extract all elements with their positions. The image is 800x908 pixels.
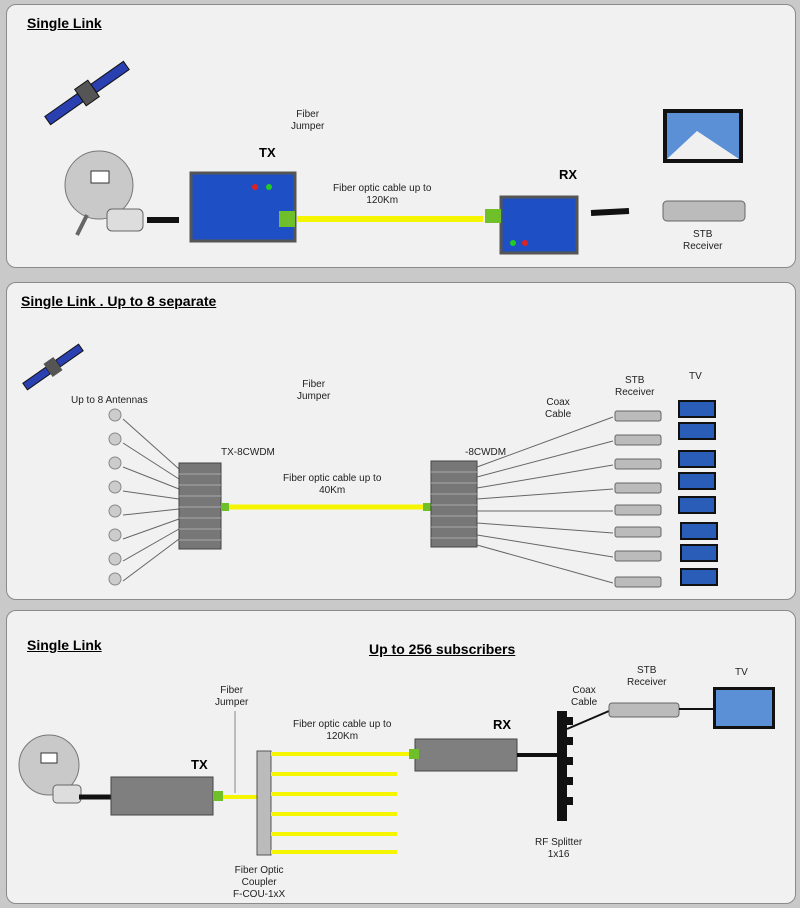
tx-cwdm-label: TX-8CWDM [221,447,275,458]
panel-1-title: Single Link [27,15,102,31]
coax-to-stb [566,710,610,730]
rx-label-3: RX [493,717,512,732]
coupler-label: Fiber Optic Coupler F-COU-1xX [233,865,286,900]
stb-column [614,410,662,588]
panel-256-subscribers: Single Link Up to 256 subscribers Fiber … [6,610,796,904]
panel-3-graphics [18,687,775,856]
antennas-column [108,408,122,586]
fiber-cable-label-3: Fiber optic cable up to 120Km [293,719,392,742]
stb-label: STB Receiver [683,229,723,252]
coax-cable-2 [590,208,630,216]
rx-connector [485,209,501,223]
fiber-jumper-label-3: Fiber Jumper [215,685,249,708]
tx-connector [279,211,295,227]
dish-antenna-icon [18,734,82,804]
fiber-coupler [256,750,272,856]
panel-single-link-8: Single Link . Up to 8 separate Up to 8 A… [6,282,796,600]
fiber-jumper-label-2: Fiber Jumper [297,379,331,402]
coax-label-3: Coax Cable [571,685,598,708]
fiber-cable-label: Fiber optic cable up to 120Km [333,183,432,206]
rx-device-3 [414,738,518,772]
fiber-jumper-label: Fiber Jumper [291,109,325,132]
panel-single-link: Single Link Fiber Jumper TX RX Fiber opt… [6,4,796,268]
dish-antenna-icon [64,150,144,236]
tv-label-2: TV [689,371,702,382]
stb-receiver-3 [608,702,680,718]
tv-column [678,400,718,586]
satellite-icon [22,343,84,391]
stb-label-2: STB Receiver [615,375,655,398]
tx-device-3 [110,776,214,816]
panel-3-subtitle: Up to 256 subscribers [369,641,516,657]
rx-mux-lines [431,471,477,539]
coax-fanout-lines [476,416,614,584]
panel-2-title: Single Link . Up to 8 separate [21,293,217,309]
stb-receiver [662,200,746,222]
splitter-ports [567,717,573,805]
tx-device [189,171,297,243]
tv-label-3: TV [735,667,748,678]
rx-label: RX [559,167,578,182]
antennas-label: Up to 8 Antennas [71,395,148,406]
antenna-lines [122,418,180,582]
panel-3-title: Single Link [27,637,102,653]
tx-label-3: TX [191,757,208,772]
tx-cwdm-mux [178,462,222,550]
stb-label-3: STB Receiver [627,665,667,688]
panel-2-graphics [22,343,718,588]
coax-label-2: Coax Cable [545,397,572,420]
rx-cwdm-demux [430,460,478,548]
rf-splitter [557,711,567,821]
fiber-cable-label-2: Fiber optic cable up to 40Km [283,473,382,496]
panel-1-graphics [44,60,746,255]
tx-label: TX [259,145,276,160]
tx-mux-lines [179,473,221,541]
splitter-label: RF Splitter 1x16 [535,837,583,860]
rx-cwdm-label: -8CWDM [465,447,507,458]
satellite-icon [44,60,130,126]
coupler-outputs [271,752,417,854]
